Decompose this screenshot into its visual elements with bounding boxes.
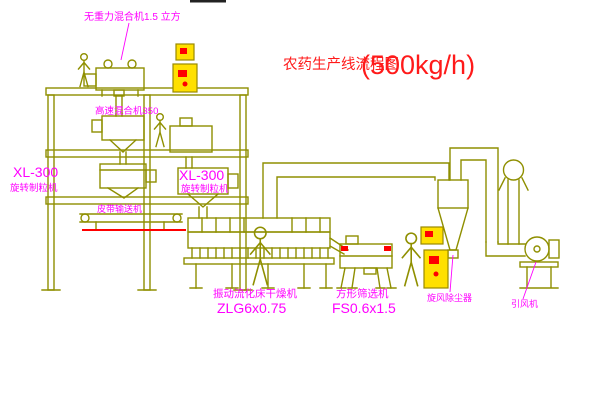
cyclone-outlet-duct (449, 147, 526, 257)
control-cabinet-top-large (172, 63, 198, 93)
induced-draft-fan (519, 236, 560, 289)
label-granulator-center-model: XL-300 (179, 167, 224, 183)
label-high-speed-mixer: 高速混合机350 (95, 105, 158, 117)
label-belt-conveyor: 皮带输送机 (97, 203, 142, 214)
drawing-title: 农药生产线流程图 (500kg/h) (283, 50, 475, 80)
person-figure-icon (153, 112, 167, 148)
person-figure-icon (249, 226, 271, 286)
diagram-linework (41, 53, 560, 291)
title-capacity: (500kg/h) (361, 50, 475, 80)
label-fan: 引风机 (511, 298, 538, 309)
square-sieve (336, 235, 397, 289)
label-dryer-name: 振动流化床干燥机 (213, 287, 297, 300)
label-gravity-mixer: 无重力混合机1.5 立方 (84, 10, 181, 23)
belt-conveyor (79, 213, 183, 231)
equipment-labels: 无重力混合机1.5 立方 高速混合机350 XL-300 旋转制粒机 XL-30… (10, 10, 538, 316)
red-marks (178, 48, 439, 277)
feeding-machine (169, 117, 213, 169)
exhaust-duct (262, 162, 450, 219)
high-speed-mixer (91, 115, 145, 165)
label-sieve-name: 方形筛选机 (336, 287, 389, 300)
building-frame (41, 87, 253, 291)
gravity-free-mixer (83, 59, 145, 117)
label-granulator-center-name: 旋转制粒机 (181, 183, 229, 195)
label-cyclone: 旋风除尘器 (427, 292, 472, 303)
person-figure-icon (401, 232, 421, 287)
exhaust-stack (498, 159, 529, 245)
label-granulator-left-name: 旋转制粒机 (10, 182, 58, 194)
label-sieve-model: FS0.6x1.5 (332, 300, 396, 316)
top-edge-artifact (190, 0, 226, 3)
fluid-bed-dryer (183, 217, 349, 289)
leader-lines (120, 22, 537, 300)
title-text: 农药生产线流程图 (283, 56, 399, 73)
cyclone-separator (437, 179, 469, 259)
granulator-center (177, 167, 239, 219)
label-granulator-left-model: XL-300 (13, 164, 58, 180)
granulator-left (99, 163, 157, 199)
control-cabinet-right-large (423, 249, 449, 289)
label-dryer-model: ZLG6x0.75 (217, 300, 286, 316)
